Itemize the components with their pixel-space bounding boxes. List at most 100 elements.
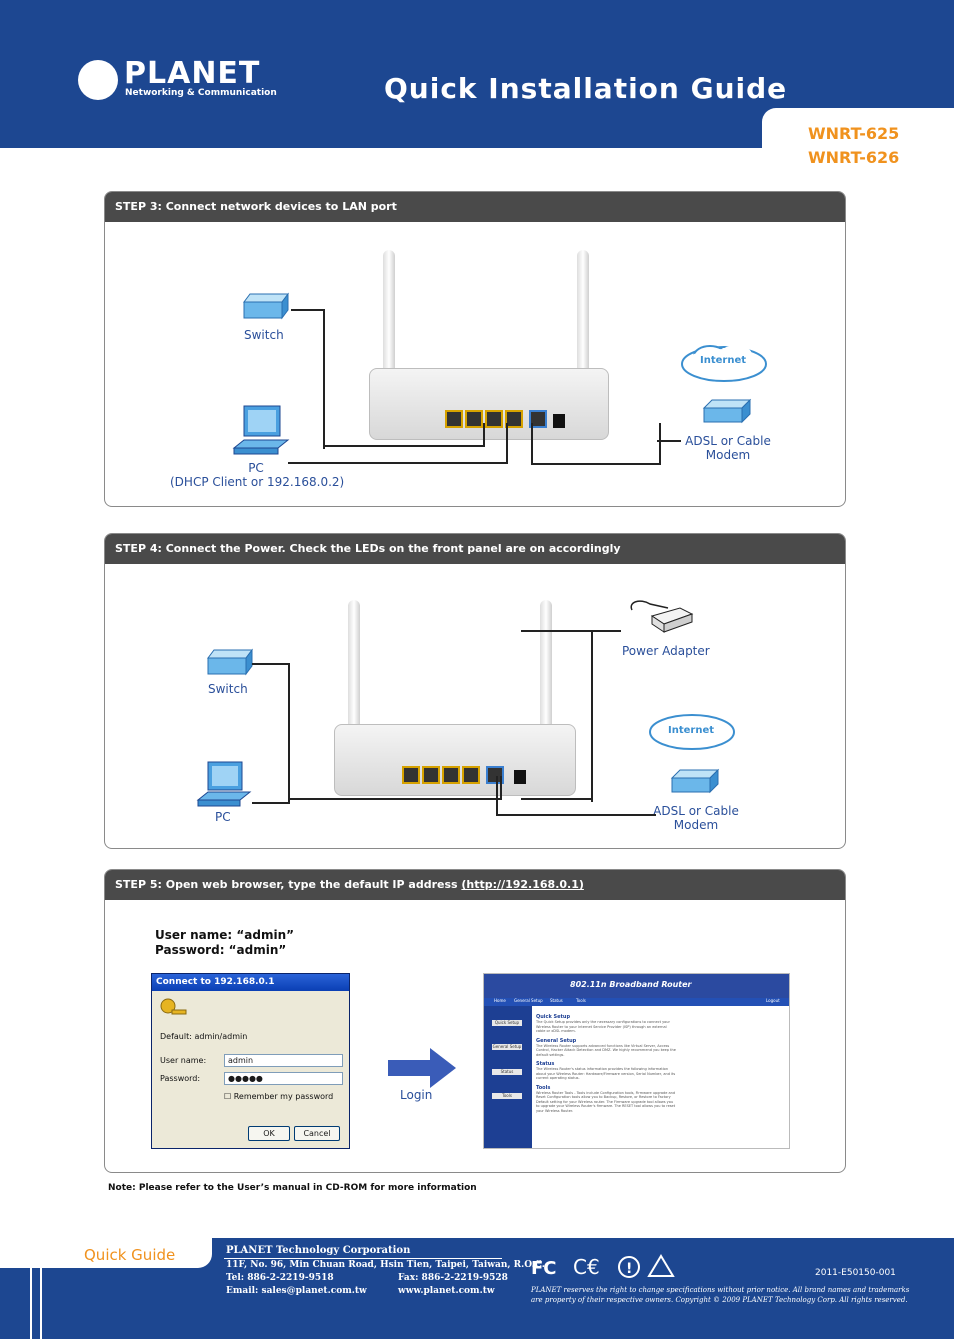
switch-icon bbox=[243, 292, 289, 320]
web-section-text: The Wireless Router supports advanced fu… bbox=[536, 1043, 676, 1057]
router-image bbox=[334, 600, 576, 796]
step4-heading: STEP 4: Connect the Power. Check the LED… bbox=[105, 534, 845, 564]
lan-port-icon bbox=[445, 410, 463, 428]
web-side-item[interactable]: Quick Setup bbox=[492, 1020, 522, 1026]
footer-disclaimer: PLANET reserves the right to change spec… bbox=[531, 1286, 910, 1304]
router-body bbox=[369, 368, 609, 440]
cancel-button[interactable]: Cancel bbox=[294, 1126, 340, 1141]
remember-label: Remember my password bbox=[233, 1092, 334, 1101]
web-side-item[interactable]: Status bbox=[492, 1069, 522, 1075]
power-port-icon bbox=[553, 414, 565, 428]
model-names: WNRT-625 WNRT-626 bbox=[808, 122, 899, 170]
router-web-ui: 802.11n Broadband Router Home General Se… bbox=[483, 973, 790, 1149]
web-content: Quick Setup The Quick Setup provides onl… bbox=[536, 1010, 676, 1113]
cable-switch bbox=[288, 798, 502, 800]
pc-sublabel: (DHCP Client or 192.168.0.2) bbox=[170, 475, 345, 489]
login-arrow-icon bbox=[388, 1048, 456, 1088]
header-rule bbox=[922, 0, 924, 108]
web-banner bbox=[484, 974, 789, 998]
login-dialog-title: Connect to 192.168.0.1 bbox=[152, 974, 349, 991]
certification-icons: FC C€ ! bbox=[531, 1254, 675, 1279]
fcc-icon: FC bbox=[531, 1258, 557, 1279]
default-ip-link: (http://192.168.0.1) bbox=[461, 878, 584, 891]
pc-icon bbox=[232, 405, 290, 455]
wan-port-icon bbox=[529, 410, 547, 428]
footer-rule bbox=[40, 1268, 42, 1339]
power-port-icon bbox=[514, 770, 526, 784]
pc-label-text: PC bbox=[248, 461, 264, 475]
username-field[interactable]: admin bbox=[224, 1054, 343, 1067]
pc-label: PC (DHCP Client or 192.168.0.2) bbox=[170, 461, 345, 489]
cable-switch bbox=[323, 445, 483, 447]
internet-label: Internet bbox=[668, 725, 715, 736]
router-image bbox=[369, 250, 609, 440]
keys-icon bbox=[160, 998, 187, 1015]
ok-button[interactable]: OK bbox=[248, 1126, 290, 1141]
password-line: Password: “admin” bbox=[155, 943, 287, 957]
web-nav-item[interactable]: General Setup bbox=[514, 998, 543, 1003]
web-nav-item[interactable]: Tools bbox=[576, 998, 586, 1003]
pc-icon bbox=[196, 761, 252, 807]
cable-wan bbox=[531, 423, 661, 465]
cable-power bbox=[591, 630, 621, 632]
web-side-item[interactable]: Tools bbox=[492, 1093, 522, 1099]
lan-port-icon bbox=[442, 766, 460, 784]
web-title: 802.11n Broadband Router bbox=[570, 980, 692, 989]
footer-company: PLANET Technology Corporation bbox=[226, 1245, 411, 1256]
internet-label: Internet bbox=[700, 355, 747, 366]
web-section-title: Tools bbox=[536, 1084, 551, 1091]
brand-tagline: Networking & Communication bbox=[125, 88, 277, 98]
password-label: Password: bbox=[160, 1074, 201, 1083]
switch-label: Switch bbox=[208, 682, 248, 696]
web-nav-item[interactable]: Status bbox=[550, 998, 563, 1003]
modem-label: ADSL or Cable Modem bbox=[650, 804, 742, 832]
step5-heading: STEP 5: Open web browser, type the defau… bbox=[105, 870, 845, 900]
lan-port-icon bbox=[462, 766, 480, 784]
antenna-icon bbox=[577, 250, 589, 380]
lan-port-icon bbox=[422, 766, 440, 784]
antenna-icon bbox=[348, 600, 360, 736]
remember-checkbox[interactable]: ☐ Remember my password bbox=[224, 1092, 334, 1101]
quick-guide-tab bbox=[0, 1238, 212, 1268]
internet-cloud-icon bbox=[649, 714, 735, 750]
web-section-title: Status bbox=[536, 1061, 555, 1067]
web-side-item[interactable]: General Setup bbox=[492, 1044, 522, 1050]
note-text: Note: Please refer to the User’s manual … bbox=[108, 1183, 477, 1193]
web-section-text: The Quick Setup provides only the necess… bbox=[536, 1020, 670, 1033]
modem-label: ADSL or Cable Modem bbox=[682, 434, 774, 462]
antenna-icon bbox=[540, 600, 552, 736]
password-field[interactable]: ●●●●● bbox=[224, 1072, 343, 1085]
planet-logo-icon bbox=[78, 60, 118, 100]
brand-name: PLANET bbox=[124, 56, 261, 91]
footer-rule bbox=[30, 1268, 32, 1339]
footer-fax: Fax: 886-2-2219-9528 bbox=[398, 1273, 508, 1283]
model-tab bbox=[762, 108, 954, 182]
model-name: WNRT-626 bbox=[808, 148, 900, 167]
footer-address: 11F, No. 96, Min Chuan Road, Hsin Tien, … bbox=[226, 1260, 545, 1270]
web-logout[interactable]: Logout bbox=[766, 998, 780, 1003]
internet-cloud-icon bbox=[681, 345, 767, 382]
lan-port-icon bbox=[402, 766, 420, 784]
planet-logo: PLANET Networking & Communication bbox=[78, 56, 277, 102]
web-nav: Home General Setup Status Tools Logout bbox=[484, 998, 789, 1006]
web-section-title: General Setup bbox=[536, 1037, 577, 1044]
username-label: User name: bbox=[160, 1056, 207, 1065]
cable-wan bbox=[657, 440, 681, 442]
cable-pc bbox=[506, 423, 508, 463]
footer-website: www.planet.com.tw bbox=[398, 1286, 495, 1296]
ce-icon: C€ bbox=[573, 1255, 600, 1279]
switch-icon bbox=[207, 648, 253, 676]
pc-label: PC bbox=[215, 810, 231, 824]
modem-label-line2: Modem bbox=[673, 818, 719, 832]
web-sidebar: Quick Setup General Setup Status Tools bbox=[484, 1006, 532, 1148]
cable-pc bbox=[288, 462, 508, 464]
cable-switch bbox=[500, 776, 502, 800]
web-nav-item[interactable]: Home bbox=[494, 998, 506, 1003]
warning-icon bbox=[618, 1256, 640, 1278]
cable-switch bbox=[291, 309, 325, 449]
web-section-text: Wireless Router Tools - Tools include Co… bbox=[536, 1090, 676, 1113]
default-credentials: User name: “admin” Password: “admin” bbox=[155, 928, 294, 958]
modem-label-line1: ADSL or Cable bbox=[653, 804, 739, 818]
switch-label: Switch bbox=[244, 328, 284, 342]
login-realm: Default: admin/admin bbox=[160, 1032, 248, 1041]
